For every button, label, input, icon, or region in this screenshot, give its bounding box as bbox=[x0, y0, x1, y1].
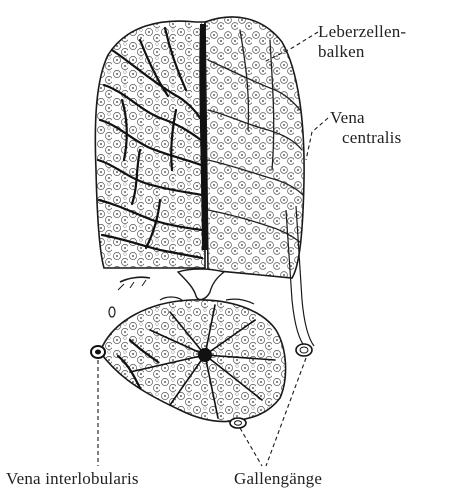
label-vena-interlobularis: Vena interlobularis bbox=[6, 469, 139, 488]
right-half-lobule bbox=[205, 17, 304, 278]
leader-gallengaenge-left bbox=[240, 428, 262, 466]
gallengang-cut-bottom bbox=[230, 418, 246, 428]
bile-duct-cross-section bbox=[178, 269, 224, 299]
lower-lobule bbox=[100, 300, 286, 422]
leader-vena-centralis bbox=[306, 118, 328, 160]
label-gallengaenge: Gallengänge bbox=[234, 469, 322, 488]
label-leberzellenbalken-line2: balken bbox=[318, 42, 365, 61]
gallengang-cut-right bbox=[296, 344, 312, 356]
left-half-lobule bbox=[95, 21, 205, 268]
label-leberzellenbalken-line1: Leberzellen- bbox=[318, 22, 406, 41]
label-vena-centralis-line2: centralis bbox=[342, 128, 401, 147]
lower-central-vein bbox=[198, 348, 212, 362]
lower-lobule-outline bbox=[100, 300, 286, 422]
label-vena-centralis-line1: Vena bbox=[330, 108, 365, 127]
